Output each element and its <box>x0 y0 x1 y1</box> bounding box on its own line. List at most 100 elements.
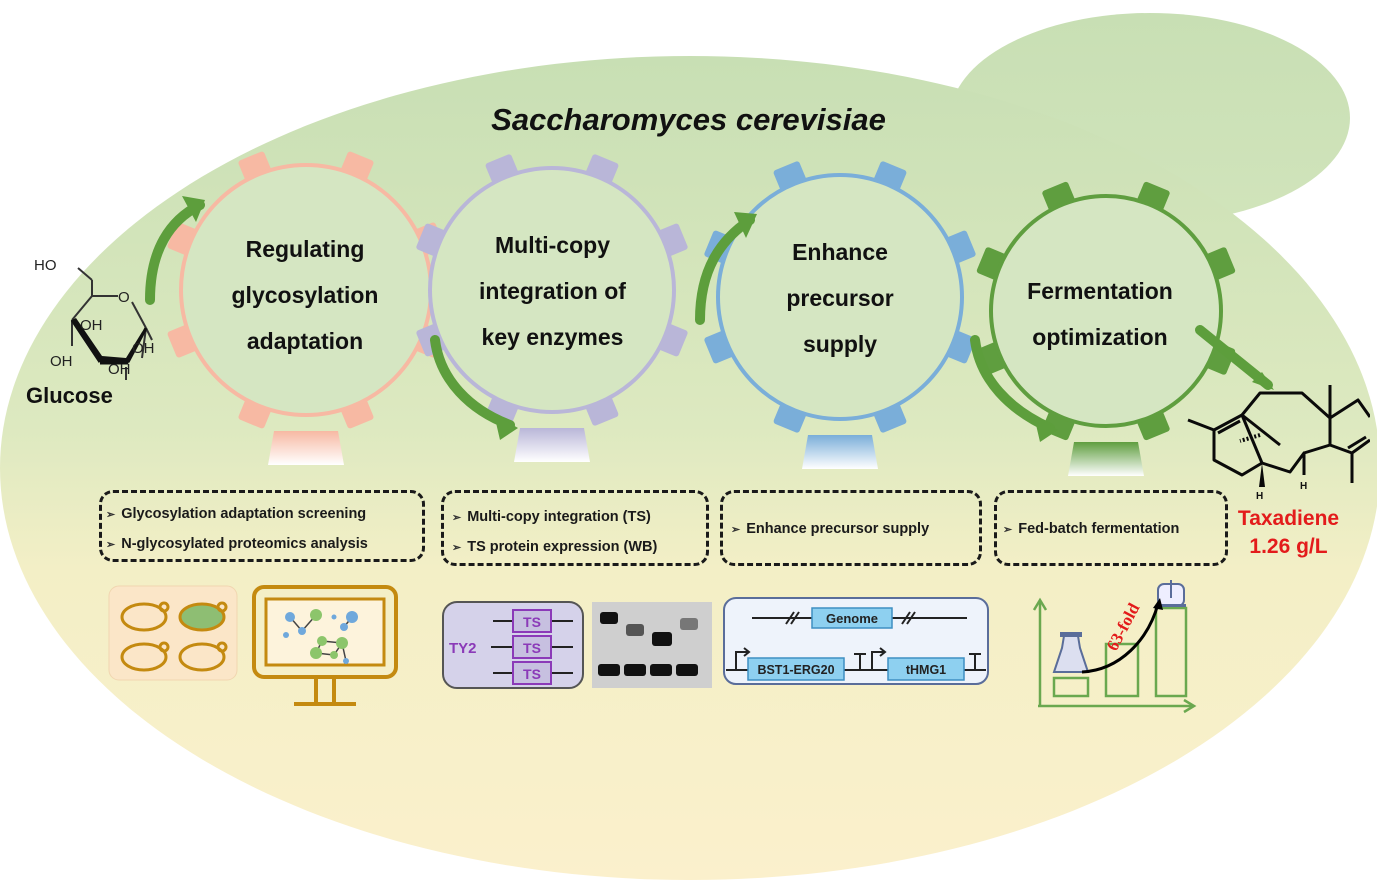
blot-band <box>650 664 672 676</box>
gear-label-fermentation: Fermentation optimization <box>1000 268 1200 360</box>
bullet-icon: ➢ <box>106 538 116 551</box>
method-item: ➢ Enhance precursor supply <box>731 514 979 544</box>
method-item: ➢ Glycosylation adaptation screening <box>106 499 422 529</box>
flow-arrow <box>695 215 755 325</box>
molecule-nodes <box>283 609 358 664</box>
yeast-cell-icon <box>120 602 168 632</box>
gear-label-line: integration of <box>479 278 626 304</box>
atom-label: OH <box>108 361 131 378</box>
method-item: ➢ N-glycosylated proteomics analysis <box>106 529 422 559</box>
yeast-cell-icon <box>178 642 226 672</box>
bullet-icon: ➢ <box>452 511 462 524</box>
genome-label: Genome <box>826 611 878 626</box>
gear-label-multicopy: Multi-copy integration of key enzymes <box>440 222 665 360</box>
gear-label-line: optimization <box>1032 324 1168 350</box>
blot-band <box>598 664 620 676</box>
flask-icon <box>1052 632 1090 673</box>
bar <box>1154 606 1188 698</box>
gene-label: TS <box>523 640 541 656</box>
gear-ring <box>428 166 676 414</box>
blot-band <box>624 664 646 676</box>
arrow-head-icon <box>494 414 518 440</box>
blot-band <box>626 624 644 636</box>
gear-ring <box>716 173 964 421</box>
gear-multicopy <box>416 154 688 462</box>
arrow-head-icon <box>734 212 757 238</box>
product-name: Taxadiene <box>1237 507 1340 530</box>
method-text: Glycosylation adaptation screening <box>121 506 367 522</box>
locus-label: TY2 <box>449 640 477 657</box>
gear-label-line: precursor <box>786 285 894 311</box>
organism-title: Saccharomyces cerevisiae <box>491 102 886 137</box>
method-item: ➢ Multi-copy integration (TS) <box>452 502 706 532</box>
gear-label-line: Fermentation <box>1027 278 1173 304</box>
gear-label-line: adaptation <box>246 328 364 354</box>
gear-precursor <box>704 161 976 469</box>
method-text: Multi-copy integration (TS) <box>467 509 651 525</box>
atom-label: H <box>1256 491 1263 502</box>
bullet-icon: ➢ <box>452 541 462 554</box>
bioreactor-icon <box>1156 580 1186 607</box>
method-text: N-glycosylated proteomics analysis <box>121 536 368 552</box>
method-item: ➢ Fed-batch fermentation <box>1003 514 1225 544</box>
atom-label: OH <box>132 340 155 357</box>
blot-band <box>676 664 698 676</box>
methods-box-precursor: ➢ Enhance precursor supply <box>720 490 982 566</box>
glucose-label: Glucose <box>26 383 113 408</box>
arrow-head-icon <box>182 196 205 222</box>
blot-band <box>680 618 698 630</box>
gear-label-line: Multi-copy <box>495 232 610 258</box>
bullet-icon: ➢ <box>731 523 741 536</box>
methods-box-glycosylation: ➢ Glycosylation adaptation screening ➢ N-g… <box>99 490 425 562</box>
gear-label-line: Regulating <box>245 236 365 262</box>
gear-stand <box>802 435 878 469</box>
gear-stand <box>268 431 344 465</box>
blot-band <box>600 612 618 624</box>
yeast-screening-icon <box>108 585 238 681</box>
cassette-label: tHMG1 <box>906 663 946 677</box>
gear-label-line: supply <box>802 331 878 357</box>
flow-arrow <box>1195 325 1273 390</box>
gear-label-line: key enzymes <box>481 324 624 350</box>
taxadiene-structure-icon: H H <box>1187 385 1370 502</box>
method-text: Fed-batch fermentation <box>1018 521 1180 537</box>
atom-label: HO <box>34 257 57 274</box>
western-blot-icon <box>592 602 712 688</box>
product-label: Taxadiene 1.26 g/L <box>1226 505 1351 561</box>
methods-box-multicopy: ➢ Multi-copy integration (TS) ➢ TS protein… <box>441 490 709 566</box>
gene-label: TS <box>523 666 541 682</box>
atom-label: O <box>118 289 130 306</box>
fermentation-scaleup-icon: 63-fold <box>1032 580 1197 714</box>
proteomics-monitor-icon <box>252 585 398 706</box>
gear-stand <box>514 428 590 462</box>
method-item: ➢ TS protein expression (WB) <box>452 532 706 562</box>
atom-label: OH <box>50 353 73 370</box>
gene-label: TS <box>523 614 541 630</box>
methods-box-fermentation: ➢ Fed-batch fermentation <box>994 490 1228 566</box>
arrow-head-icon <box>1034 416 1058 442</box>
ty2-integration-icon: TY2 TS TS TS <box>442 601 584 689</box>
glucose-structure-icon: HO O OH OH OH OH <box>34 257 155 380</box>
precursor-construct-icon: Genome BST1-ERG20 tHMG1 <box>723 597 989 685</box>
atom-label: OH <box>80 317 103 334</box>
gear-fermentation <box>976 181 1236 476</box>
atom-label: H <box>1300 481 1307 492</box>
method-text: Enhance precursor supply <box>746 521 930 537</box>
gear-label-line: glycosylation <box>231 282 379 308</box>
arrow-head-icon <box>1252 372 1274 390</box>
blot-band <box>652 632 672 646</box>
bullet-icon: ➢ <box>1003 523 1013 536</box>
product-titer: 1.26 g/L <box>1249 535 1328 558</box>
bar <box>1052 676 1090 698</box>
gear-label-precursor: Enhance precursor supply <box>735 229 945 367</box>
bar <box>1104 642 1140 698</box>
gear-stand <box>1068 442 1144 476</box>
bullet-icon: ➢ <box>106 508 116 521</box>
gear-ring <box>989 194 1223 428</box>
yeast-cell-icon <box>120 642 168 672</box>
cassette-label: BST1-ERG20 <box>757 663 834 677</box>
gear-glycosylation <box>167 151 445 465</box>
method-text: TS protein expression (WB) <box>467 539 658 555</box>
